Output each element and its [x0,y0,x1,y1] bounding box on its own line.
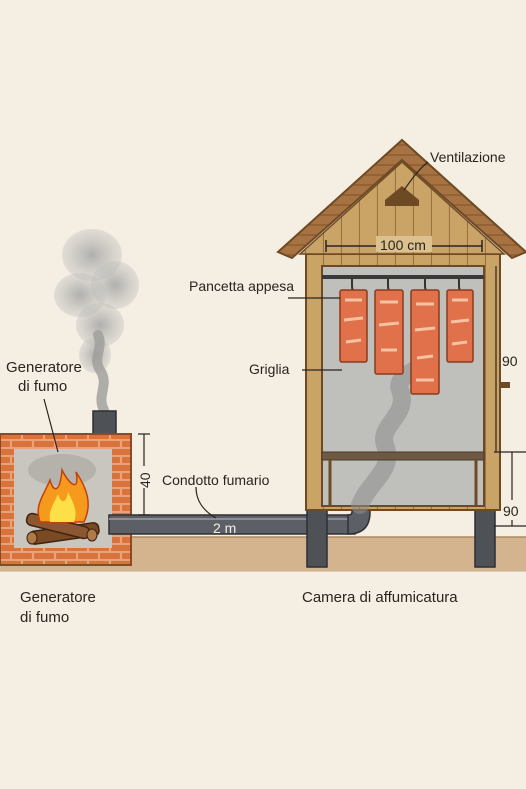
grill-label: Griglia [249,361,290,377]
roof [276,138,526,260]
hanging-bacon-label: Pancetta appesa [189,278,294,294]
ventilation-label: Ventilazione [430,149,506,165]
width-dimension: 100 cm [325,236,483,253]
smoke-generator [0,229,139,566]
height-dimension-upper: 90 [495,266,518,452]
vent-opening [385,186,419,206]
height-lower-label: 90 [503,503,519,519]
chimney-stack [92,410,117,436]
bacon-callout: Pancetta appesa [189,278,340,299]
width-label: 100 cm [380,237,426,253]
left-height-dimension: 40 [137,433,153,516]
caption-smoke-chamber: Camera di affumicatura [302,589,458,606]
smoke-cloud-icon [54,229,139,415]
flue-pipe: 2 m [108,505,371,536]
smoke-gen-callout: Generatore di fumo [6,359,86,453]
bacon-strip-icon [374,279,404,375]
smoke-chamber [276,138,526,568]
height-upper-label: 90 [502,353,518,369]
bacon-strip-icon [446,279,474,363]
grill-shelf [321,451,485,461]
smoke-gen-callout-label: Generatore di fumo [6,359,86,395]
flue-label: Condotto fumario [162,472,270,488]
ventilation-callout: Ventilazione [403,149,506,191]
grill-callout: Griglia [249,361,342,377]
leg-left [306,506,328,568]
bacon-strip-icon [410,279,440,395]
height-dimension-lower: 90 [494,451,526,527]
caption-smoke-generator: Generatore di fumo [20,589,96,626]
leg-right [474,506,496,568]
left-height-label: 40 [137,472,153,488]
fire-icon [37,467,89,523]
flue-callout: Condotto fumario [162,472,270,519]
bacon-strip-icon [339,279,368,363]
pipe-length-label: 2 m [213,520,236,536]
